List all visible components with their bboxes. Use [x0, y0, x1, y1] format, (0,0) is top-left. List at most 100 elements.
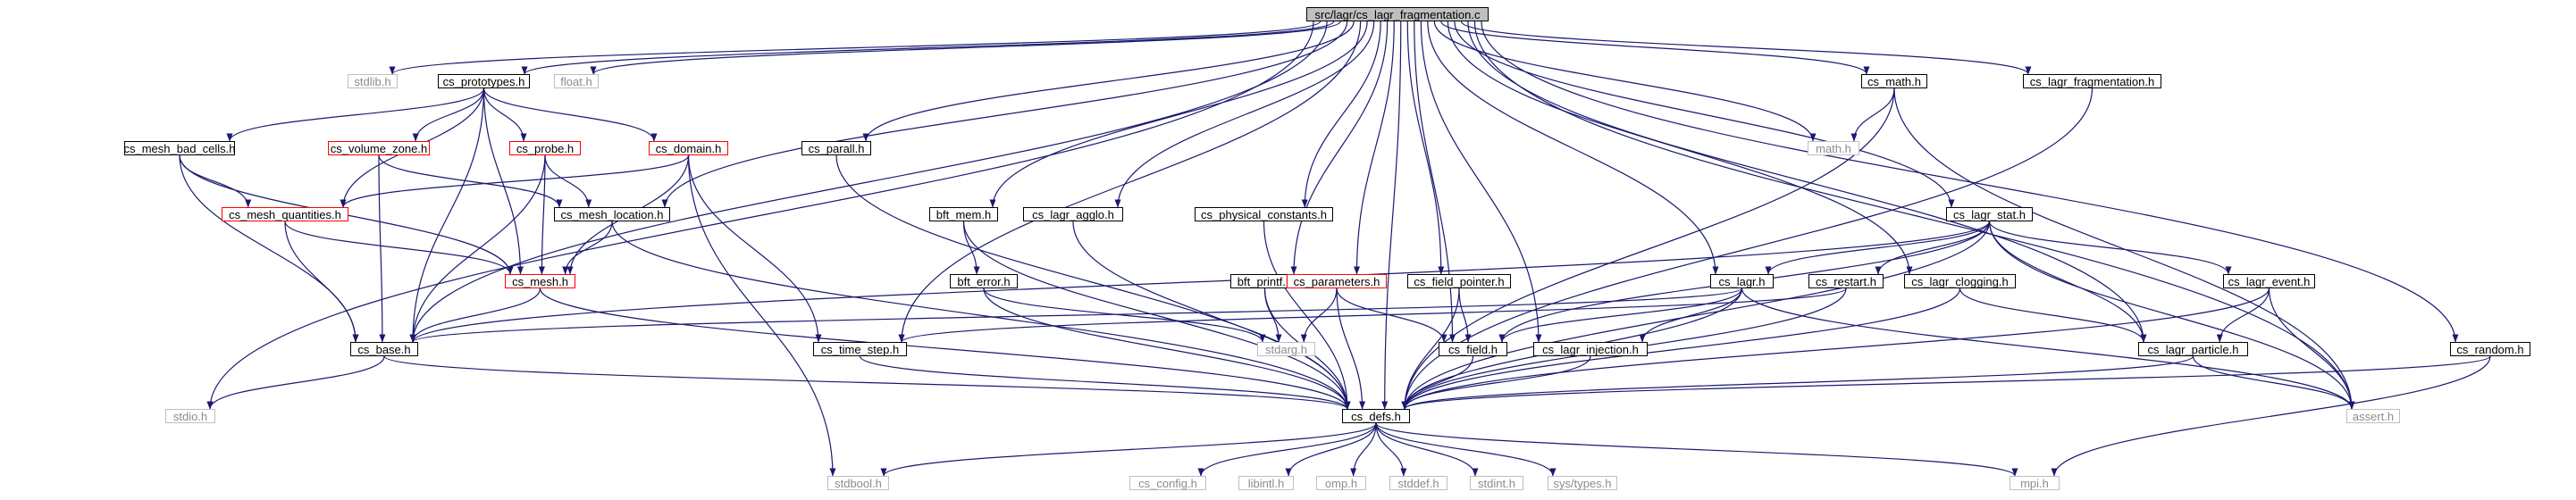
include-edge-base-to-defs — [383, 355, 1351, 410]
include-edge-mloc-to-mesh — [562, 221, 613, 275]
include-edge-domain-to-timestep — [687, 154, 822, 343]
node-cs-lagr-stat-h[interactable]: cs_lagr_stat.h — [1946, 207, 2033, 221]
node-assert-h[interactable]: assert.h — [2346, 409, 2400, 423]
include-edge-lclog-to-lpart — [1959, 288, 2147, 343]
node-cs-lagr-injection-h[interactable]: cs_lagr_injection.h — [1533, 342, 1648, 356]
node-cs-parall-h[interactable]: cs_parall.h — [801, 141, 871, 155]
include-edge-defs-to-omp — [1350, 422, 1377, 477]
node-cs-mesh-h[interactable]: cs_mesh.h — [505, 274, 575, 288]
node-stddef-h[interactable]: stddef.h — [1389, 476, 1447, 490]
include-edge-proto-to-base — [409, 88, 485, 343]
include-edge-linj-to-defs — [1401, 355, 1591, 410]
include-edge-mbc-to-base — [179, 154, 359, 343]
node-cs-base-h[interactable]: cs_base.h — [350, 342, 418, 356]
include-edge-proto-to-probe — [482, 88, 527, 142]
node-cs-time-step-h[interactable]: cs_time_step.h — [813, 342, 907, 356]
node-bft-error-h[interactable]: bft_error.h — [950, 274, 1018, 288]
node-cs-lagr-fragmentation-c[interactable]: src/lagr/cs_lagr_fragmentation.c — [1306, 7, 1489, 21]
node-omp-h[interactable]: omp.h — [1316, 476, 1366, 490]
node-cs-restart-h[interactable]: cs_restart.h — [1808, 274, 1884, 288]
include-edge-bftmem-to-defs — [962, 221, 1351, 410]
include-edge-lagr-to-assert — [1741, 288, 2355, 410]
include-edge-lfrag-to-defs — [1401, 88, 2094, 410]
node-stdio-h[interactable]: stdio.h — [165, 409, 215, 423]
include-edge-proto-to-mesh — [482, 88, 524, 275]
include-edge-restart-to-timestep — [898, 288, 1847, 343]
include-edge-root-to-random — [1481, 21, 2459, 343]
node-math-h[interactable]: math.h — [1808, 141, 1859, 155]
include-edge-root-to-phys — [1301, 21, 1381, 208]
include-edge-root-to-float — [590, 21, 1341, 75]
include-edge-proto-to-mbc — [226, 88, 485, 142]
node-cs-volume-zone-h[interactable]: cs_volume_zone.h — [328, 141, 430, 155]
include-edge-root-to-bftmem — [989, 21, 1368, 208]
include-edge-defs-to-mpi — [1375, 422, 2018, 477]
node-stdlib-h[interactable]: stdlib.h — [348, 74, 398, 88]
node-cs-lagr-agglo-h[interactable]: cs_lagr_agglo.h — [1023, 207, 1123, 221]
include-edge-levent-to-defs — [1401, 288, 2270, 410]
include-edge-vz-to-base — [378, 154, 386, 343]
include-edge-timestep-to-defs — [859, 355, 1351, 410]
node-cs-domain-h[interactable]: cs_domain.h — [649, 141, 728, 155]
node-stdint-h[interactable]: stdint.h — [1470, 476, 1523, 490]
include-edge-probe-to-mesh — [538, 154, 546, 275]
include-edge-math_h-to-assert — [1893, 88, 2355, 410]
node-cs-math-h[interactable]: cs_math.h — [1861, 74, 1927, 88]
node-cs-mesh-location-h[interactable]: cs_mesh_location.h — [554, 207, 670, 221]
node-cs-lagr-clogging-h[interactable]: cs_lagr_clogging.h — [1904, 274, 2016, 288]
node-cs-lagr-particle-h[interactable]: cs_lagr_particle.h — [2138, 342, 2248, 356]
include-edge-root-to-mloc — [661, 21, 1348, 208]
include-edge-mesh-to-base — [409, 288, 541, 343]
include-edge-lpart-to-defs — [1401, 355, 2194, 410]
include-edge-lagglo-to-defs — [1072, 221, 1351, 410]
node-sys-types-h[interactable]: sys/types.h — [1548, 476, 1617, 490]
node-cs-field-h[interactable]: cs_field.h — [1439, 342, 1507, 356]
include-edge-defs-to-stdint — [1375, 422, 1479, 477]
node-float-h[interactable]: float.h — [554, 74, 599, 88]
node-cs-lagr-h[interactable]: cs_lagr.h — [1710, 274, 1774, 288]
include-edge-root-to-bftprintf — [1290, 21, 1389, 275]
node-cs-lagr-event-h[interactable]: cs_lagr_event.h — [2223, 274, 2315, 288]
include-edge-probe-to-mloc — [544, 154, 592, 208]
node-cs-defs-h[interactable]: cs_defs.h — [1342, 409, 1410, 423]
include-edge-root-to-lstat — [1454, 21, 1955, 208]
include-edge-base-to-stdio — [206, 355, 385, 410]
include-edge-defs-to-config — [1197, 422, 1377, 477]
node-bft-mem-h[interactable]: bft_mem.h — [929, 207, 998, 221]
include-edge-bftmem-to-bfterr — [962, 221, 980, 275]
node-cs-physical-constants-h[interactable]: cs_physical_constants.h — [1195, 207, 1333, 221]
include-edge-fptr-to-field — [1458, 288, 1472, 343]
node-mpi-h[interactable]: mpi.h — [2010, 476, 2060, 490]
node-cs-config-h[interactable]: cs_config.h — [1129, 476, 1206, 490]
include-edge-root-to-lagr — [1427, 21, 1719, 275]
include-edge-root-to-lagglo — [1114, 21, 1375, 208]
include-edge-phys-to-defs — [1263, 221, 1351, 410]
include-edge-mbc-to-mq — [179, 154, 252, 208]
include-edge-proto-to-vz — [412, 88, 485, 142]
node-cs-mesh-bad-cells-h[interactable]: cs_mesh_bad_cells.h — [123, 141, 236, 155]
include-edge-vz-to-mloc — [378, 154, 563, 208]
include-edge-domain-to-mq — [340, 154, 690, 208]
include-edge-root-to-defs — [1381, 21, 1402, 410]
node-stdarg-h[interactable]: stdarg.h — [1257, 342, 1315, 356]
include-edge-defs-to-stdbool — [880, 422, 1377, 477]
include-edge-root-to-base — [409, 21, 1328, 343]
include-edge-root-to-proto — [521, 21, 1335, 75]
include-edge-bfterr-to-defs — [983, 288, 1351, 410]
include-edge-random-to-defs — [1401, 355, 2491, 410]
include-edge-lstat-to-lagr — [1765, 221, 1991, 275]
node-cs-probe-h[interactable]: cs_probe.h — [509, 141, 581, 155]
node-libintl-h[interactable]: libintl.h — [1238, 476, 1294, 490]
node-bft-printf-h[interactable]: bft_printf.h — [1230, 274, 1299, 288]
node-cs-lagr-fragmentation-h[interactable]: cs_lagr_fragmentation.h — [2023, 74, 2161, 88]
node-cs-prototypes-h[interactable]: cs_prototypes.h — [438, 74, 530, 88]
node-stdbool-h[interactable]: stdbool.h — [827, 476, 889, 490]
node-cs-field-pointer-h[interactable]: cs_field_pointer.h — [1407, 274, 1511, 288]
node-cs-mesh-quantities-h[interactable]: cs_mesh_quantities.h — [222, 207, 348, 221]
include-edge-field-to-defs — [1401, 355, 1474, 410]
node-cs-random-h[interactable]: cs_random.h — [2450, 342, 2530, 356]
include-edge-root-to-timestep — [898, 21, 1362, 343]
include-edge-levent-to-assert — [2268, 288, 2355, 410]
node-cs-parameters-h[interactable]: cs_parameters.h — [1287, 274, 1387, 288]
include-edge-mloc-to-defs — [611, 221, 1351, 410]
